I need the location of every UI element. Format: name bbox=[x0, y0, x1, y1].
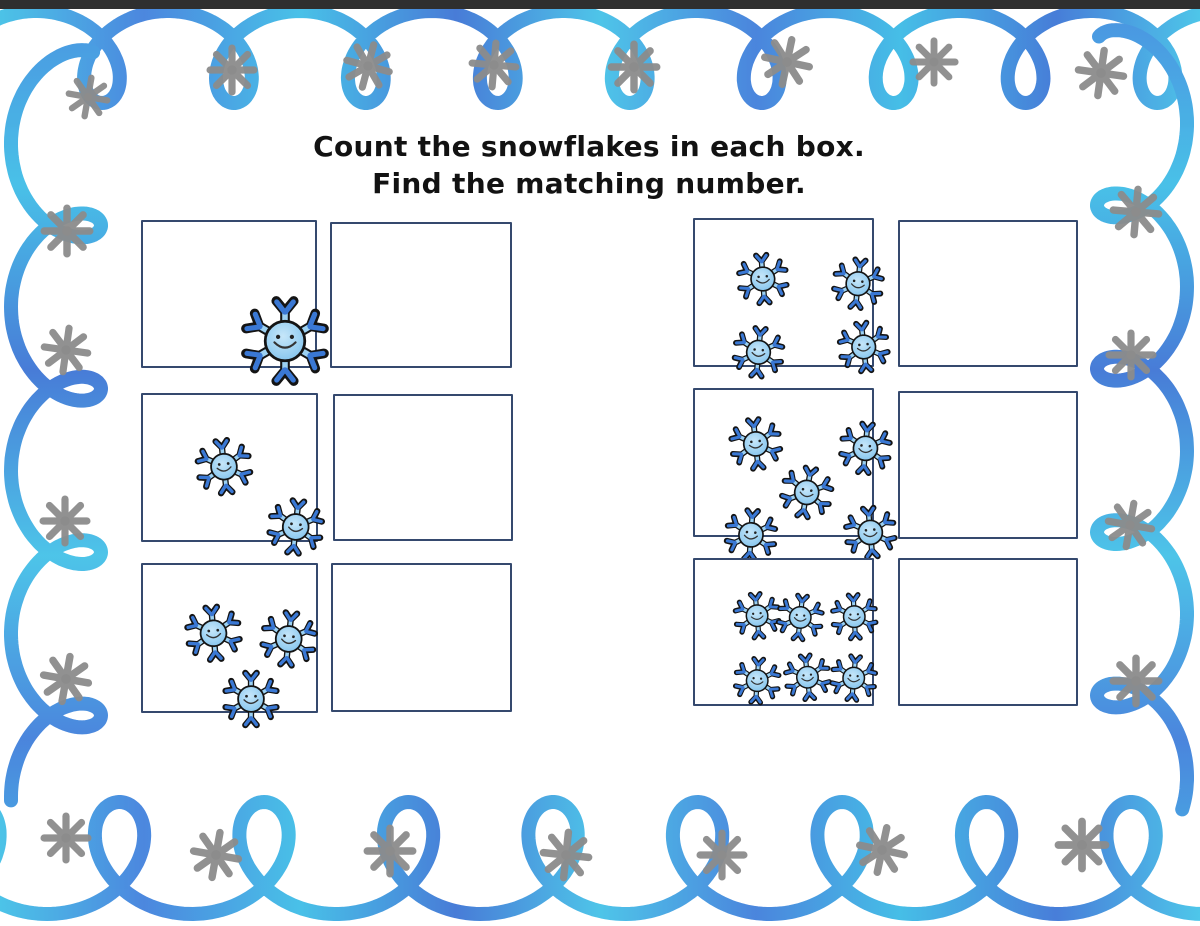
snowflake-star-icon bbox=[40, 653, 93, 706]
snowflake-star-icon bbox=[65, 74, 110, 119]
answer-box-3[interactable] bbox=[331, 563, 512, 712]
snowflake-icon bbox=[803, 293, 863, 353]
instruction-line-1: Count the snowflakes in each box. bbox=[313, 130, 865, 163]
snowflake-count-box-2 bbox=[141, 393, 318, 542]
snowflake-icon bbox=[695, 475, 755, 535]
snowflake-star-icon bbox=[855, 823, 909, 877]
snowflake-star-icon bbox=[913, 41, 955, 83]
border-loop-ribbon bbox=[0, 4, 1200, 110]
snowflake-icon bbox=[751, 563, 806, 618]
snowflake-icon bbox=[803, 223, 863, 283]
snowflake-star-icon bbox=[41, 325, 91, 375]
answer-box-6[interactable] bbox=[898, 558, 1078, 706]
snowflake-count-box-5 bbox=[693, 388, 874, 537]
worksheet-instructions: Count the snowflakes in each box. Find t… bbox=[0, 128, 1178, 202]
snowflake-icon bbox=[694, 388, 756, 450]
snowflake-icon bbox=[801, 567, 854, 620]
answer-box-1[interactable] bbox=[330, 222, 512, 368]
snowflake-icon bbox=[810, 477, 871, 538]
top-screen-edge-bar bbox=[0, 0, 1200, 9]
snowflake-icon bbox=[752, 628, 807, 683]
snowflake-star-icon bbox=[1113, 658, 1159, 704]
snowflake-star-icon bbox=[1109, 333, 1153, 377]
snowflake-star-icon bbox=[44, 816, 88, 860]
snowflake-star-icon bbox=[760, 35, 814, 89]
snowflake-star-icon bbox=[700, 833, 744, 877]
snowflake-icon bbox=[193, 249, 285, 341]
border-loop-ribbon bbox=[0, 795, 1200, 921]
snowflake-star-icon bbox=[541, 830, 591, 880]
snowflake-count-box-3 bbox=[141, 563, 318, 713]
snowflake-icon bbox=[703, 566, 757, 620]
instruction-line-2: Find the matching number. bbox=[372, 167, 806, 200]
snowflake-star-icon bbox=[470, 41, 518, 89]
snowflake-star-icon bbox=[367, 828, 413, 874]
answer-box-5[interactable] bbox=[898, 391, 1078, 539]
answer-box-2[interactable] bbox=[333, 394, 513, 541]
snowflake-star-icon bbox=[44, 208, 90, 254]
snowflake-star-icon bbox=[210, 48, 254, 92]
snowflake-count-box-1 bbox=[141, 220, 317, 368]
snowflake-icon bbox=[705, 224, 764, 283]
snowflake-star-icon bbox=[341, 39, 395, 93]
snowflake-star-icon bbox=[190, 829, 243, 882]
snowflake-count-box-6 bbox=[693, 558, 874, 706]
snowflake-icon bbox=[191, 639, 251, 699]
answer-box-4[interactable] bbox=[898, 220, 1078, 367]
snowflake-icon bbox=[704, 293, 764, 353]
snowflake-icon bbox=[158, 407, 224, 473]
snowflake-star-icon bbox=[611, 44, 657, 90]
snowflake-icon bbox=[810, 387, 871, 448]
snowflake-icon bbox=[751, 427, 816, 492]
snowflake-star-icon bbox=[1105, 500, 1156, 551]
snowflake-icon bbox=[229, 573, 295, 639]
snowflake-star-icon bbox=[1075, 47, 1126, 98]
snowflake-icon bbox=[149, 573, 214, 638]
snowflake-count-box-4 bbox=[693, 218, 874, 367]
snowflake-star-icon bbox=[1058, 821, 1105, 868]
snowflake-icon bbox=[804, 624, 858, 678]
snowflake-star-icon bbox=[43, 499, 87, 543]
snowflake-icon bbox=[236, 461, 302, 527]
